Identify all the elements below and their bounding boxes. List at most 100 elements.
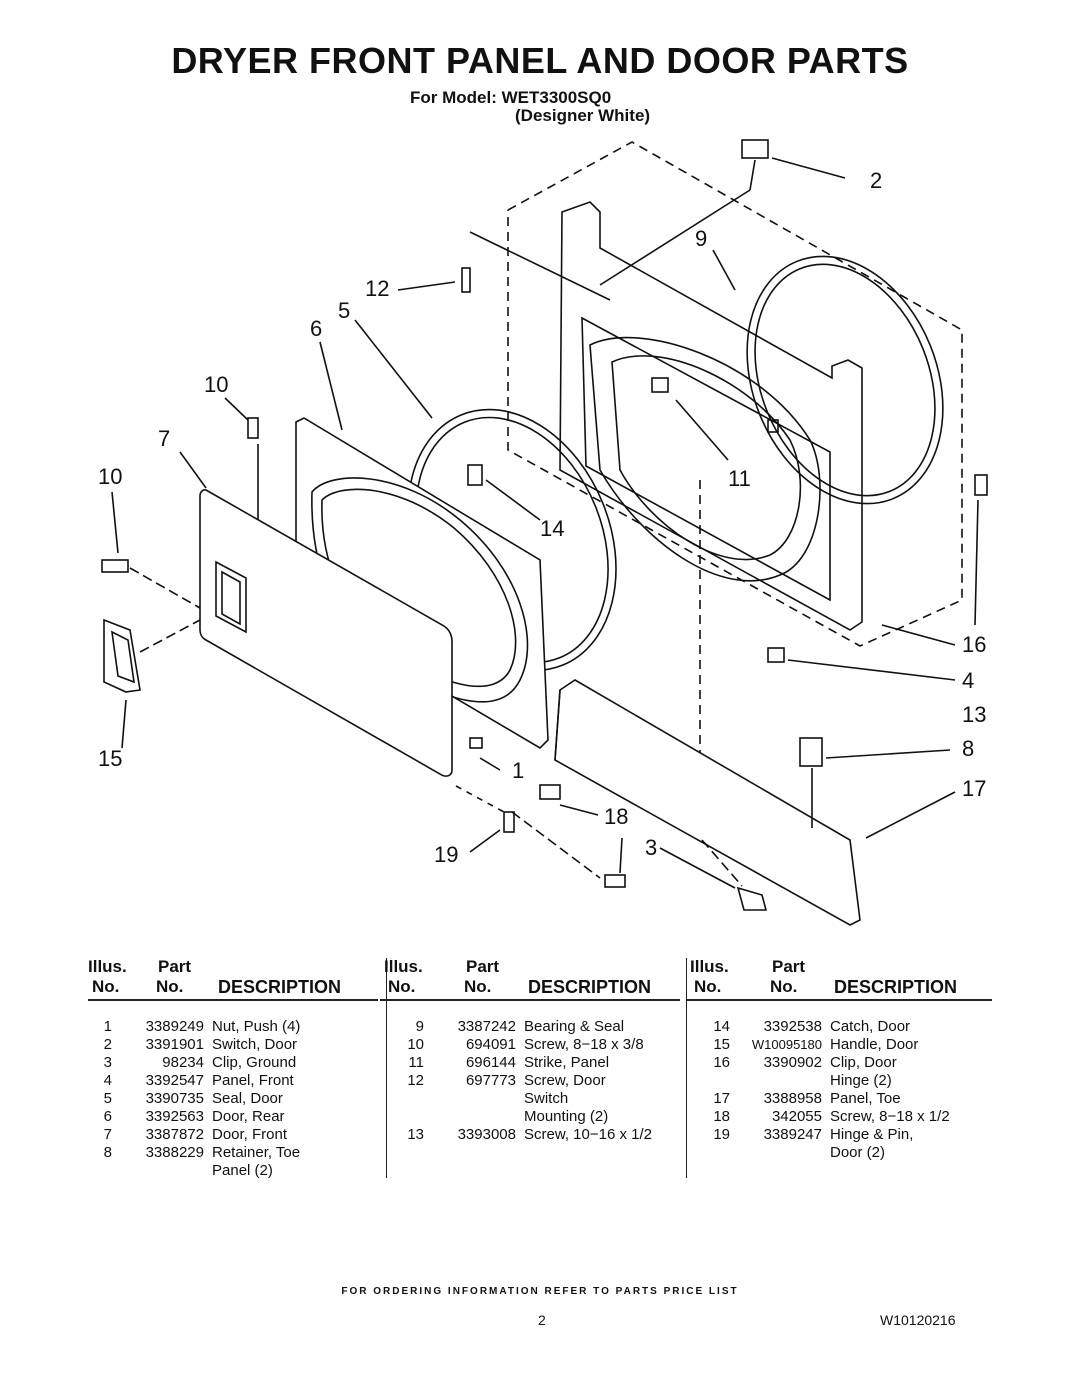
part-number: 697773 bbox=[465, 1072, 516, 1089]
illus-number: 10 bbox=[407, 1036, 424, 1053]
part-number: 3392538 bbox=[763, 1018, 822, 1035]
callout-12: 12 bbox=[365, 276, 389, 301]
header-illus: Illus. bbox=[690, 957, 729, 976]
illus-number: 18 bbox=[713, 1108, 730, 1125]
ground-clip bbox=[736, 886, 768, 911]
part-number: 694091 bbox=[465, 1036, 516, 1053]
header-description: DESCRIPTION bbox=[528, 977, 652, 997]
parts-row: Mounting (2) bbox=[400, 1108, 700, 1126]
callout-8: 8 bbox=[962, 736, 974, 761]
callout-1: 1 bbox=[512, 758, 524, 783]
screw-18 bbox=[539, 784, 561, 800]
part-description: Clip, Door bbox=[830, 1054, 897, 1071]
toe-retainer bbox=[799, 737, 823, 767]
illus-number: 11 bbox=[408, 1054, 424, 1071]
screw-lower bbox=[604, 874, 626, 888]
callout-7: 7 bbox=[158, 426, 170, 451]
part-description: Bearing & Seal bbox=[524, 1018, 625, 1035]
illus-number: 6 bbox=[103, 1108, 112, 1125]
bearing-seal bbox=[746, 255, 944, 505]
hinge-pin bbox=[503, 811, 515, 833]
callout-2: 2 bbox=[870, 168, 882, 193]
header-part: Part bbox=[158, 957, 192, 976]
callout-6: 6 bbox=[310, 316, 322, 341]
header-part-no: No. bbox=[770, 977, 798, 996]
part-number: 98234 bbox=[162, 1054, 204, 1071]
header-part-no: No. bbox=[156, 977, 184, 996]
callout-10a: 10 bbox=[204, 372, 228, 397]
header-part: Part bbox=[466, 957, 500, 976]
parts-row: Switch bbox=[400, 1090, 700, 1108]
ordering-footer: FOR ORDERING INFORMATION REFER TO PARTS … bbox=[341, 1286, 739, 1297]
callout-3: 3 bbox=[645, 835, 657, 860]
part-description: Clip, Ground bbox=[212, 1054, 297, 1071]
part-number: 3392547 bbox=[145, 1072, 204, 1089]
illus-number: 1 bbox=[103, 1018, 112, 1035]
exploded-parts-diagram: 2 9 12 5 6 10 7 10 11 14 16 4 13 8 15 1 … bbox=[98, 139, 988, 926]
parts-header: Illus. Part No. No. DESCRIPTION bbox=[686, 955, 992, 1001]
header-illus-no: No. bbox=[694, 977, 722, 996]
header-part: Part bbox=[772, 957, 806, 976]
part-description: Panel, Toe bbox=[830, 1090, 901, 1107]
door-switch bbox=[741, 139, 769, 159]
document-number: W10120216 bbox=[880, 1312, 956, 1328]
push-nut bbox=[469, 737, 483, 749]
part-number: 3389249 bbox=[145, 1018, 204, 1035]
panel-strike bbox=[651, 377, 669, 393]
part-description: Handle, Door bbox=[830, 1036, 919, 1053]
illus-number: 8 bbox=[103, 1144, 112, 1161]
part-number: 3387242 bbox=[457, 1018, 516, 1035]
part-description: Switch, Door bbox=[212, 1036, 298, 1053]
illus-number: 5 bbox=[103, 1090, 112, 1107]
callout-17: 17 bbox=[962, 776, 986, 801]
illus-number: 13 bbox=[407, 1126, 424, 1143]
part-description: Hinge (2) bbox=[830, 1072, 892, 1089]
callout-9: 9 bbox=[695, 226, 707, 251]
part-number: 3390902 bbox=[763, 1054, 822, 1071]
illus-number: 3 bbox=[103, 1054, 112, 1071]
header-description: DESCRIPTION bbox=[834, 977, 958, 997]
part-description: Hinge & Pin, bbox=[830, 1126, 914, 1143]
illus-number: 12 bbox=[407, 1072, 424, 1089]
callout-4: 4 bbox=[962, 668, 974, 693]
part-description: Seal, Door bbox=[212, 1090, 283, 1107]
parts-header: Illus. Part No. No. DESCRIPTION bbox=[88, 955, 378, 1001]
part-description: Screw, Door bbox=[524, 1072, 606, 1089]
part-description: Panel (2) bbox=[212, 1162, 273, 1179]
part-number: 696144 bbox=[465, 1054, 516, 1071]
part-number: 3391901 bbox=[145, 1036, 204, 1053]
door-catch bbox=[467, 464, 483, 486]
illus-number: 2 bbox=[103, 1036, 112, 1053]
parts-row: Hinge (2) bbox=[706, 1072, 1012, 1090]
part-number: 342055 bbox=[771, 1108, 822, 1125]
screw-10 bbox=[247, 417, 259, 439]
illus-number: 9 bbox=[415, 1018, 424, 1035]
part-number: 3393008 bbox=[457, 1126, 516, 1143]
front-door bbox=[199, 489, 453, 777]
part-description: Mounting (2) bbox=[524, 1108, 609, 1125]
model-line: For Model: WET3300SQ0 bbox=[410, 88, 612, 107]
header-illus-no: No. bbox=[388, 977, 416, 996]
part-number: 3389247 bbox=[763, 1126, 822, 1143]
part-description: Strike, Panel bbox=[524, 1054, 610, 1071]
callout-10b: 10 bbox=[98, 464, 122, 489]
parts-row: 11 696144 Strike, Panel bbox=[400, 1054, 700, 1072]
callout-15: 15 bbox=[98, 746, 122, 771]
part-number: W10095180 bbox=[751, 1037, 822, 1052]
illus-number: 15 bbox=[713, 1036, 730, 1053]
part-number: 3388229 bbox=[145, 1144, 204, 1161]
part-number: 3390735 bbox=[145, 1090, 204, 1107]
